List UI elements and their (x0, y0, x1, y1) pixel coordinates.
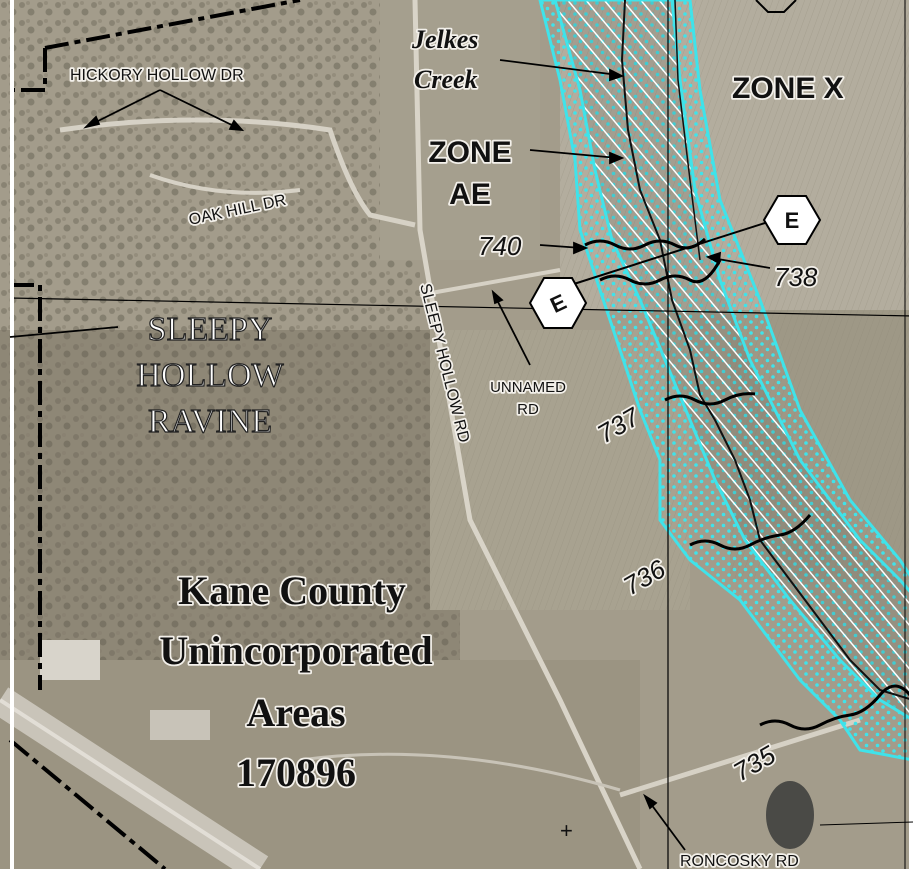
label-elevation-740: 740 (478, 231, 522, 261)
corporate-limit-west (10, 48, 47, 92)
section-line-horizontal (9, 297, 913, 317)
label-community-number: 170896 (236, 750, 356, 795)
label-ravine-2: HOLLOW (136, 357, 284, 394)
road-hickory-hollow (59, 117, 416, 228)
road-sleepy-hollow (412, 0, 643, 869)
leader-arrows (9, 59, 771, 851)
jelkes-creek (620, 0, 913, 701)
label-community-1: Kane County (178, 568, 406, 613)
label-unnamed-rd-1: UNNAMED (490, 379, 566, 396)
label-zone-ae-1: ZONE (428, 136, 511, 169)
label-ravine-3: RAVINE (148, 403, 272, 440)
bfe-line-736 (689, 514, 812, 551)
survey-mark-icon: + (560, 818, 573, 843)
wooded-subdivision (0, 0, 420, 330)
corporate-limit-south (8, 738, 167, 869)
label-elevation-738: 738 (774, 262, 818, 292)
corporate-limit-north (44, 0, 301, 50)
road-unnamed (419, 268, 561, 297)
bfe-line-737 (664, 392, 756, 406)
pond (766, 781, 814, 849)
label-creek-1: Jelkes (411, 25, 478, 54)
cross-section-upper-hexagon[interactable] (762, 195, 822, 245)
road-roncosky (619, 717, 861, 798)
label-roncosky-rd: RONCOSKY RD (680, 853, 799, 869)
road-oak-hill (149, 173, 301, 195)
label-community-3: Areas (246, 690, 345, 735)
building (150, 710, 210, 740)
label-ravine-1: SLEEPY (148, 311, 273, 348)
bfe-line-735 (759, 684, 912, 731)
cross-section-lower-hexagon[interactable] (528, 277, 588, 329)
label-zone-ae-2: AE (449, 178, 491, 211)
label-community-2: Unincorporated (159, 628, 432, 673)
bfe-line-738 (599, 259, 722, 286)
label-hickory-hollow-dr: HICKORY HOLLOW DR (70, 67, 244, 84)
bfe-line-740 (584, 237, 707, 251)
label-unnamed-rd-2: RD (517, 401, 539, 418)
building-pad (40, 640, 100, 680)
cross-section-e-line (554, 214, 791, 291)
corporate-limit-southwest (10, 283, 42, 690)
offscreen-hexagon-edge (755, 0, 797, 13)
field-north (380, 0, 540, 260)
label-creek-2: Creek (414, 65, 478, 94)
label-zone-x: ZONE X (732, 72, 844, 105)
cross-section-upper-label: E (785, 208, 800, 233)
